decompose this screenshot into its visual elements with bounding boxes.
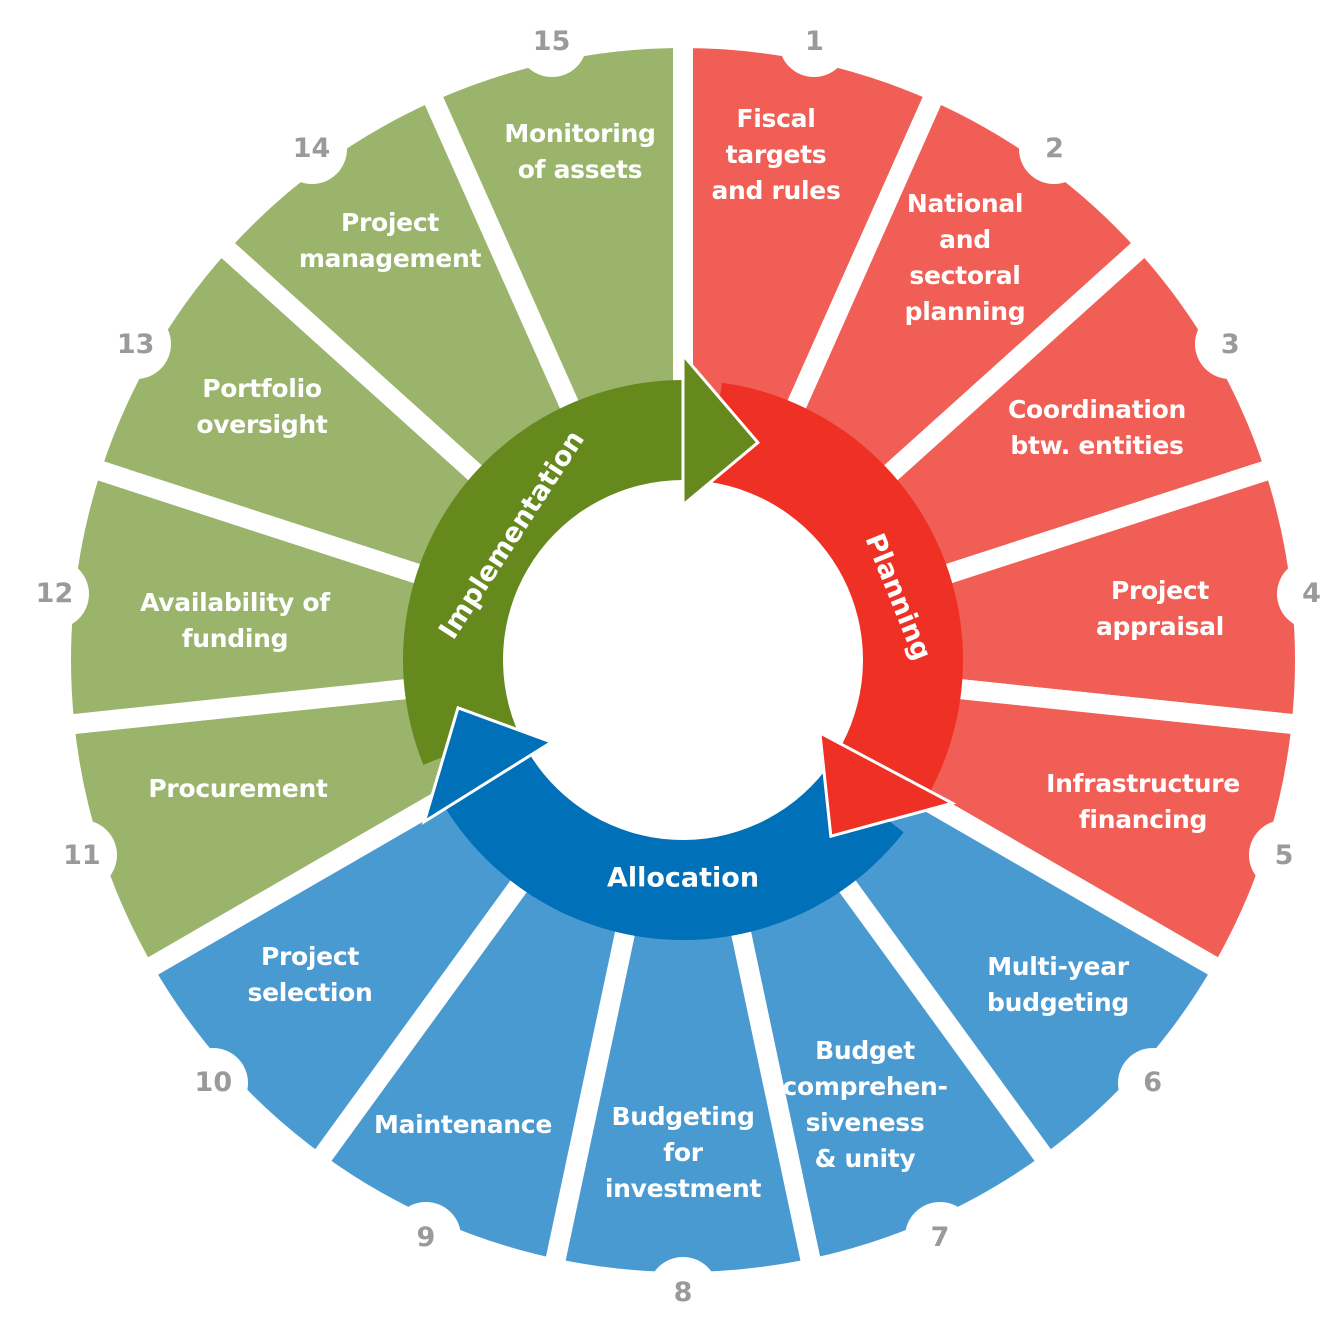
segment-number-3: 3	[1195, 309, 1266, 379]
segment-label-12: Availability of funding	[140, 588, 330, 653]
segment-number-11: 11	[46, 820, 117, 891]
implementation-arrow-head	[681, 350, 761, 509]
segment-label-8: Budgeting for investment	[604, 1102, 762, 1203]
segment-number-14: 14	[276, 113, 347, 184]
segment-number-13: 13	[100, 309, 171, 379]
allocation-arrow-head	[421, 705, 555, 825]
segment-label-10: Project selection	[247, 942, 373, 1007]
segment-number-2: 2	[1019, 113, 1090, 184]
segment-label-13: Portfolio oversight	[196, 374, 328, 439]
segment-number-15: 15	[516, 6, 587, 77]
stage-label-allocation: Allocation	[606, 862, 760, 894]
segment-label-6: Multi-year budgeting	[987, 952, 1129, 1017]
segment-number-6: 6	[1117, 1047, 1188, 1118]
segment-number-8: 8	[648, 1257, 718, 1326]
segment-number-12: 12	[19, 558, 90, 629]
segment-number-4: 4	[1276, 558, 1330, 629]
planning-arrow-head	[818, 730, 957, 839]
segment-label-15: Monitoring of assets	[504, 119, 656, 184]
segment-label-11: Procurement	[148, 774, 328, 803]
segment-label-9: Maintenance	[374, 1110, 552, 1139]
segment-label-4: Project appraisal	[1095, 576, 1225, 641]
planning-arrow-body	[708, 382, 963, 792]
allocation-arrow-body	[445, 755, 904, 940]
segment-number-10: 10	[178, 1047, 249, 1118]
segment-label-1: Fiscal targets and rules	[711, 104, 841, 205]
implementation-arrow-body	[403, 380, 683, 765]
segment-label-7: Budget comprehen- siveness & unity	[782, 1036, 948, 1173]
segment-number-9: 9	[390, 1202, 461, 1273]
segment-label-3: Coordination btw. entities	[1007, 395, 1187, 460]
segment-label-14: Project management	[298, 208, 482, 273]
segment-number-7: 7	[905, 1202, 976, 1273]
segment-label-2: National and sectoral planning	[904, 189, 1026, 326]
segment-number-5: 5	[1249, 820, 1320, 891]
segment-label-5: Infrastructure financing	[1046, 769, 1240, 834]
segment-number-1: 1	[779, 6, 850, 77]
